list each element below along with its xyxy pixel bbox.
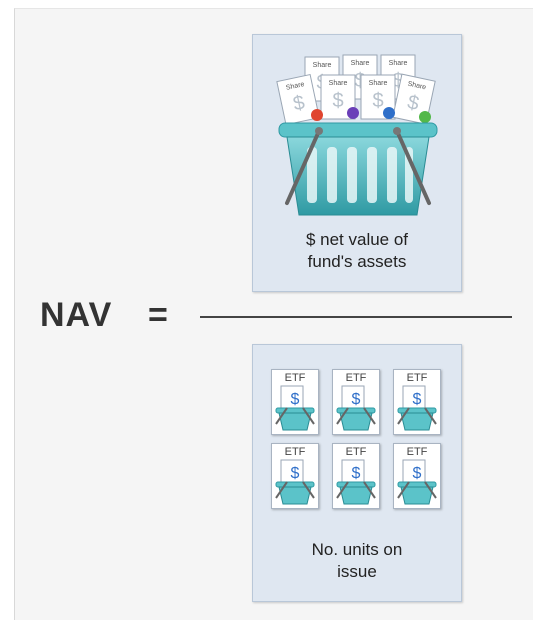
- etf-unit-icon: ETF $: [332, 443, 380, 509]
- svg-text:Share: Share: [329, 80, 348, 87]
- red-seal-icon: [311, 109, 323, 121]
- numerator-label: $ net value of fund's assets: [305, 230, 409, 271]
- svg-text:$: $: [291, 92, 306, 116]
- etf-basket-icon: $: [397, 385, 437, 431]
- etf-basket-icon: $: [397, 459, 437, 505]
- svg-text:$: $: [352, 391, 361, 408]
- etf-unit-icon: ETF $: [271, 443, 319, 509]
- etf-basket-icon: $: [275, 385, 315, 431]
- nav-label: NAV: [40, 296, 113, 334]
- etf-unit-icon: ETF $: [393, 443, 441, 509]
- svg-text:Share: Share: [351, 60, 370, 67]
- svg-text:$: $: [405, 91, 420, 115]
- svg-text:$: $: [392, 70, 403, 92]
- blue-seal-icon: [383, 107, 395, 119]
- equals-sign: =: [148, 296, 168, 334]
- denominator-label: No. units on issue: [311, 540, 403, 581]
- svg-text:Share: Share: [369, 80, 388, 87]
- svg-text:$: $: [291, 391, 300, 408]
- share-certificate-icon: Share $: [276, 73, 320, 126]
- svg-text:Share: Share: [389, 60, 408, 67]
- svg-text:$: $: [291, 465, 300, 482]
- svg-text:Share: Share: [407, 81, 427, 92]
- etf-unit-icon: ETF $: [332, 369, 380, 435]
- etf-unit-icon: ETF $: [393, 369, 441, 435]
- svg-text:Share: Share: [285, 81, 305, 92]
- svg-text:$: $: [372, 90, 383, 112]
- green-seal-icon: [419, 111, 431, 123]
- etf-basket-icon: $: [275, 459, 315, 505]
- etf-basket-icon: $: [336, 459, 376, 505]
- etf-basket-icon: $: [336, 385, 376, 431]
- fraction-bar: [200, 316, 512, 318]
- denominator-card: ETF $ ETF $ ETF $: [252, 344, 462, 602]
- etf-unit-icon: ETF $: [271, 369, 319, 435]
- purple-seal-icon: [347, 107, 359, 119]
- svg-text:$: $: [352, 465, 361, 482]
- svg-text:$: $: [413, 465, 422, 482]
- basket-of-shares-icon: Share $ Share $ Share $ Share $ Share $ …: [276, 54, 438, 216]
- svg-text:$: $: [354, 70, 365, 92]
- numerator-card: Share $ Share $ Share $ Share $ Share $ …: [252, 34, 462, 292]
- svg-text:Share: Share: [313, 62, 332, 69]
- svg-text:$: $: [332, 90, 343, 112]
- svg-text:$: $: [413, 391, 422, 408]
